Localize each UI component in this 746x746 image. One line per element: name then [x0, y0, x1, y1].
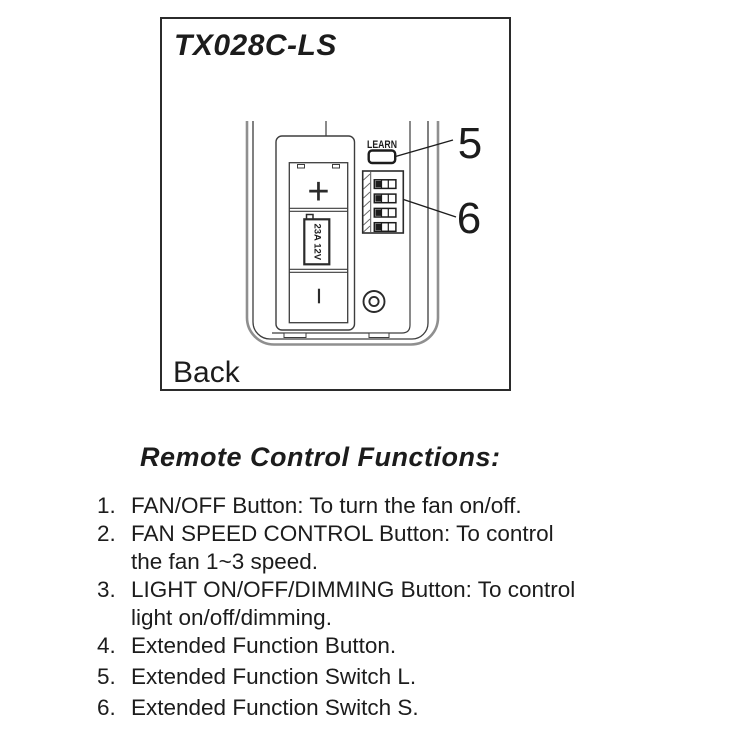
- item-number: 1.: [97, 493, 116, 518]
- learn-label: LEARN: [367, 139, 397, 151]
- compartment-notch-right: [332, 164, 340, 169]
- remote-outer-shell: [245, 121, 440, 346]
- learn-button: [367, 149, 397, 165]
- functions-heading: Remote Control Functions:: [140, 442, 501, 472]
- battery-plus-symbol: +: [307, 171, 329, 213]
- item-number: 6.: [97, 695, 116, 720]
- item-text: Extended Function Button.: [131, 633, 397, 658]
- dip-switch-4: [373, 221, 397, 233]
- function-item-4: 4. Extended Function Button.: [97, 632, 717, 660]
- callout-number-6: 6: [457, 194, 481, 243]
- item-text: FAN/OFF Button: To turn the fan on/off.: [131, 493, 522, 518]
- dip-switch-1: [373, 179, 397, 190]
- item-number: 5.: [97, 664, 116, 689]
- function-item-2: 2. FAN SPEED CONTROL Button: To control …: [97, 520, 717, 576]
- battery-body: [303, 218, 331, 266]
- battery-bay-wall: [272, 121, 411, 334]
- callout-line-5: [395, 139, 454, 158]
- functions-list: 1. FAN/OFF Button: To turn the fan on/of…: [97, 492, 717, 722]
- item-text: Extended Function Switch L.: [131, 664, 417, 689]
- function-item-6: 6. Extended Function Switch S.: [97, 694, 717, 722]
- back-view-label: Back: [173, 356, 240, 389]
- item-number: 2.: [97, 521, 116, 546]
- battery-label: 23A 12V: [311, 223, 322, 260]
- compartment-notch-left: [297, 164, 305, 169]
- callout-line-6: [403, 198, 457, 218]
- compartment-divider-bottom: [289, 268, 348, 273]
- item-number: 4.: [97, 633, 116, 658]
- callout-number-5: 5: [458, 119, 482, 168]
- item-number: 3.: [97, 577, 116, 602]
- remote-back-diagram: + − 23A 12V LEARN: [245, 119, 482, 346]
- item-text: FAN SPEED CONTROL Button: To control the…: [131, 521, 554, 574]
- model-title: TX028C-LS: [174, 29, 337, 62]
- compartment-divider-top: [289, 207, 348, 212]
- screw-hole-inner: [368, 295, 380, 308]
- dip-switch-2: [373, 193, 397, 204]
- remote-inner-shell: [252, 121, 429, 340]
- bottom-latch-tab-left: [283, 332, 307, 338]
- function-item-3: 3. LIGHT ON/OFF/DIMMING Button: To contr…: [97, 576, 717, 632]
- dip-block-hatching: [363, 173, 371, 233]
- item-text: LIGHT ON/OFF/DIMMING Button: To control …: [131, 577, 576, 630]
- item-text: Extended Function Switch S.: [131, 695, 419, 720]
- diagram-panel: TX028C-LS + − 23A 12V LEARN: [160, 17, 511, 391]
- bottom-latch-tab-right: [368, 332, 390, 338]
- battery-minus-symbol: −: [302, 287, 335, 305]
- function-item-5: 5. Extended Function Switch L.: [97, 663, 717, 691]
- dip-switch-3: [373, 207, 397, 218]
- function-item-1: 1. FAN/OFF Button: To turn the fan on/of…: [97, 492, 717, 520]
